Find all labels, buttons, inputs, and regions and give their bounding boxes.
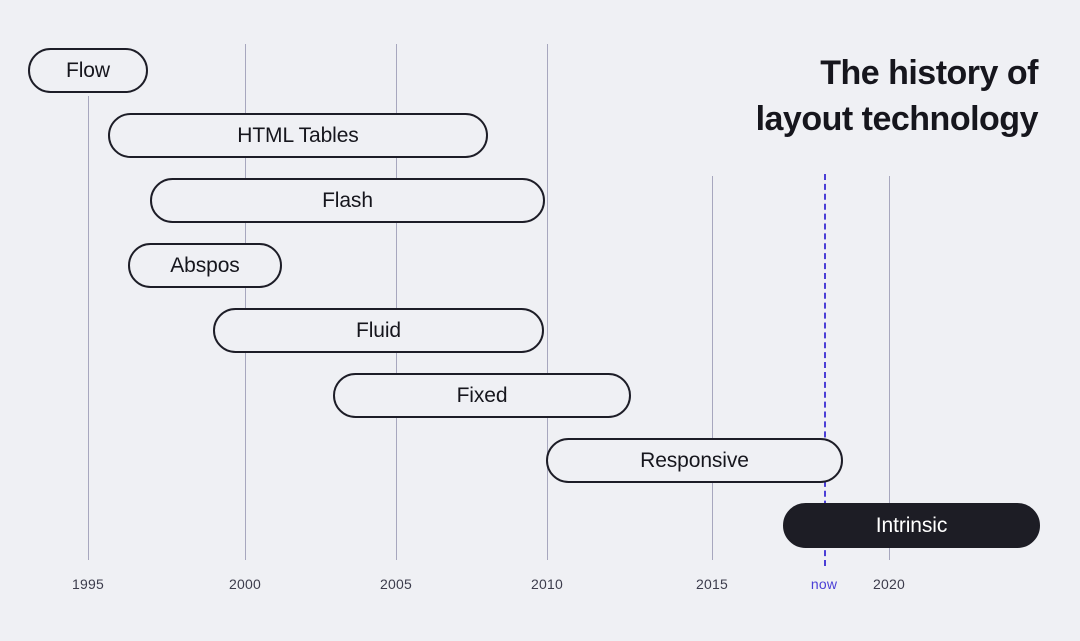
timeline-bar-html-tables: HTML Tables bbox=[108, 113, 488, 158]
axis-tick-2020: 2020 bbox=[873, 576, 905, 592]
now-marker-line bbox=[824, 174, 826, 566]
page-title-line-1: The history of bbox=[820, 54, 1038, 92]
timeline-bar-fixed: Fixed bbox=[333, 373, 631, 418]
gridline-2020 bbox=[889, 176, 890, 560]
gridline-2005 bbox=[396, 44, 397, 560]
timeline-bar-intrinsic: Intrinsic bbox=[783, 503, 1040, 548]
page-title-line-2: layout technology bbox=[755, 100, 1039, 138]
axis-tick-now: now bbox=[810, 576, 838, 592]
axis-tick-2005: 2005 bbox=[380, 576, 412, 592]
gridline-1995 bbox=[88, 96, 89, 560]
axis-tick-2010: 2010 bbox=[531, 576, 563, 592]
gridline-2010 bbox=[547, 44, 548, 560]
axis-tick-2000: 2000 bbox=[229, 576, 261, 592]
timeline-bar-abspos: Abspos bbox=[128, 243, 282, 288]
timeline-bar-responsive: Responsive bbox=[546, 438, 843, 483]
axis-tick-2015: 2015 bbox=[696, 576, 728, 592]
timeline-bar-flash: Flash bbox=[150, 178, 545, 223]
axis-tick-1995: 1995 bbox=[72, 576, 104, 592]
page-title: The history of layout technology bbox=[578, 50, 1039, 142]
timeline-bar-flow: Flow bbox=[28, 48, 148, 93]
gridline-2000 bbox=[245, 44, 246, 560]
timeline-bar-fluid: Fluid bbox=[213, 308, 544, 353]
gridline-2015 bbox=[712, 176, 713, 560]
